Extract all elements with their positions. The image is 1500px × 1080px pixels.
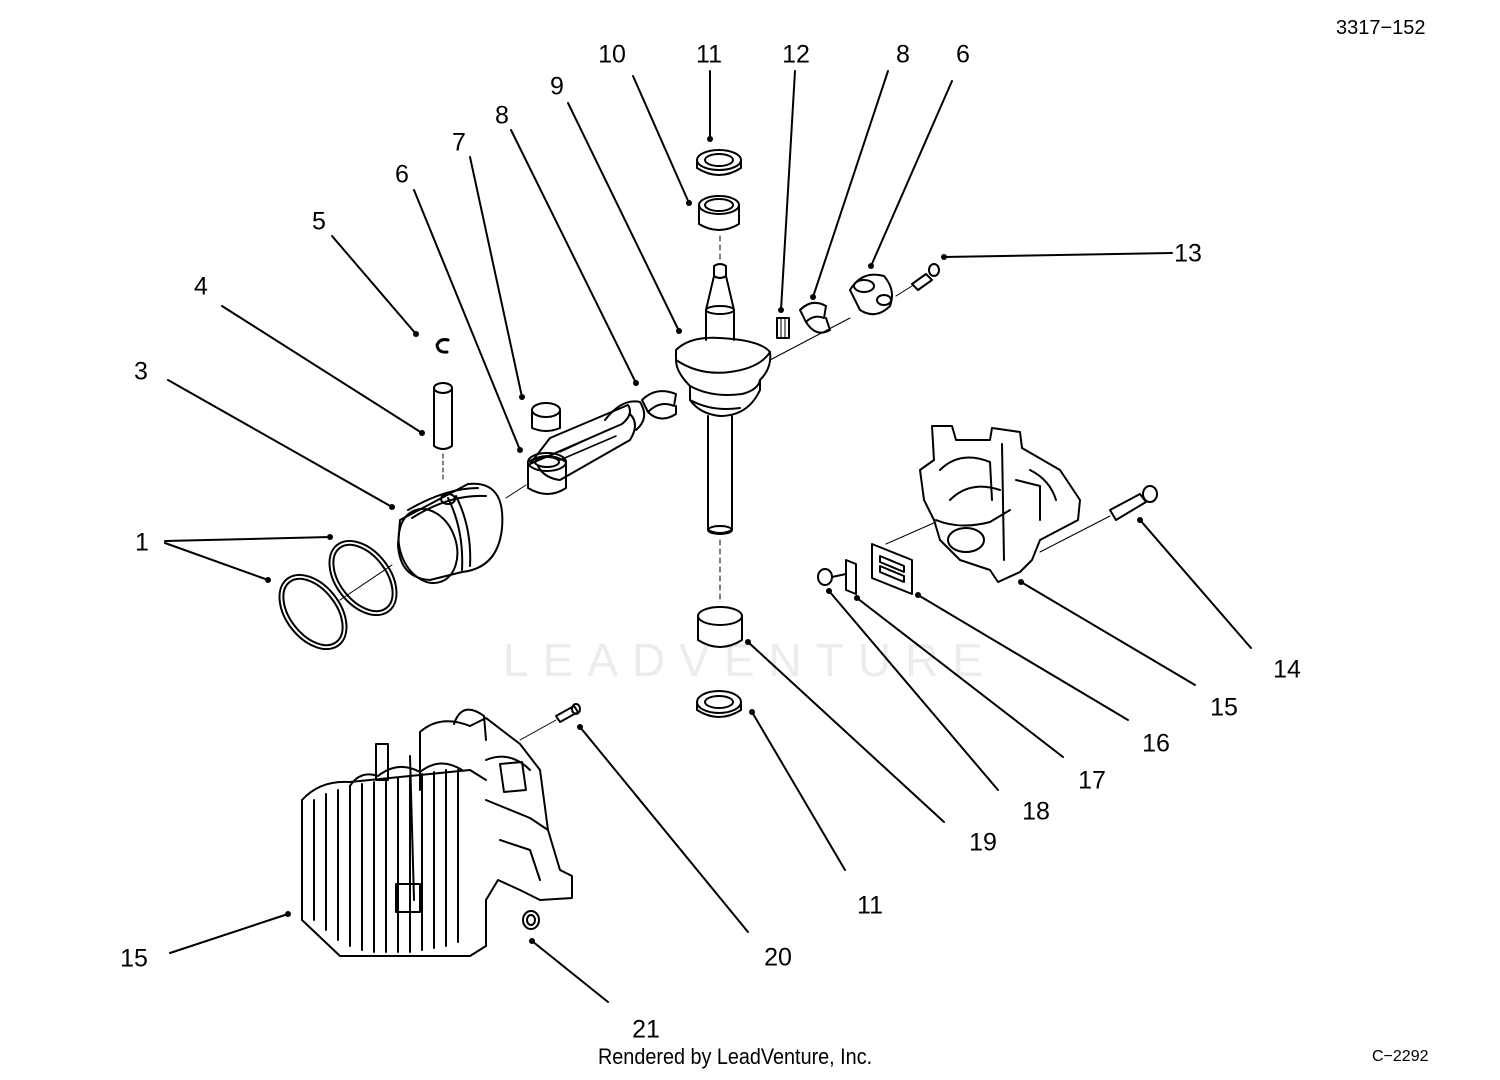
piston-rings: [278, 539, 398, 651]
callout-label: 17: [1078, 766, 1106, 795]
dowel-pin: [519, 703, 581, 741]
callout-label: 13: [1174, 239, 1202, 268]
callout-label: 6: [956, 40, 970, 69]
lower-bearing: [697, 606, 743, 648]
callout-label: 5: [312, 207, 326, 236]
drawing-number: 3317−152: [1336, 17, 1426, 39]
rod-bearing-left: [641, 390, 677, 420]
callout-label: 11: [857, 891, 883, 920]
cap-screw: [1109, 485, 1158, 521]
callout-label: 16: [1142, 729, 1170, 758]
callout-label: 21: [632, 1015, 660, 1044]
leader-dots: [265, 136, 1143, 944]
callout-label: 8: [896, 40, 910, 69]
callout-label: 9: [550, 72, 564, 101]
callout-label: 12: [782, 40, 810, 69]
breather-plate: [845, 559, 857, 595]
sheet-code: C−2292: [1372, 1048, 1429, 1065]
callout-label: 7: [452, 128, 466, 157]
callout-label: 8: [495, 101, 509, 130]
callout-label: 10: [598, 40, 626, 69]
cylinder-block: [301, 708, 573, 957]
callout-label: 19: [969, 828, 997, 857]
callout-label: 6: [395, 160, 409, 189]
rod-bolt: [895, 263, 940, 297]
piston-pin: [433, 382, 453, 481]
footer-credit: Rendered by LeadVenture, Inc.: [598, 1044, 873, 1069]
callout-label: 15: [1210, 693, 1238, 722]
callout-label: 11: [696, 40, 722, 69]
pin-clip: [435, 338, 450, 354]
callout-label: 3: [134, 357, 148, 386]
rod-bearing-right: [799, 301, 831, 334]
crankshaft: [675, 235, 851, 601]
callout-label: 1: [135, 528, 149, 557]
callout-label: 20: [764, 943, 792, 972]
needle-bearing: [776, 317, 790, 339]
connecting-rod: [527, 400, 646, 495]
block-plug: [522, 910, 540, 930]
rod-cap: [849, 273, 893, 316]
callout-label: 15: [120, 944, 148, 973]
crankcase-half: [885, 425, 1111, 583]
piston: [397, 482, 527, 584]
callout-label: 14: [1273, 655, 1301, 684]
leader-lines: [164, 70, 1252, 1003]
breather-gasket: [871, 543, 913, 595]
lower-seal: [696, 690, 742, 718]
callout-label: 18: [1022, 797, 1050, 826]
callout-label: 4: [194, 272, 208, 301]
upper-seal: [696, 149, 742, 176]
upper-bearing: [698, 195, 740, 231]
breather-screw: [817, 568, 847, 586]
